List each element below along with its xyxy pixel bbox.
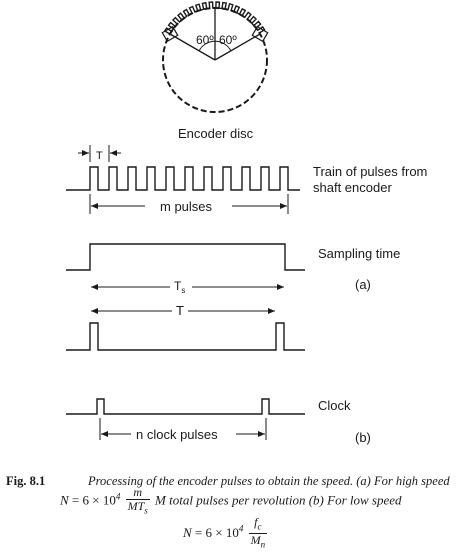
sensor-right xyxy=(251,25,269,43)
eq2-denominator: Mn xyxy=(250,533,266,550)
figure-number: Fig. 8.1 xyxy=(6,474,46,488)
eq1-denominator: MTs xyxy=(127,499,148,516)
angle-arc xyxy=(198,40,232,52)
pulse-train-label-line2: shaft encoder xyxy=(313,180,392,195)
eq2-fraction: fc Mn xyxy=(248,516,268,552)
eq1-numerator: m xyxy=(125,486,150,500)
equation-low-speed: N = 6 × 104 fc Mn xyxy=(183,516,269,552)
clock-label: Clock xyxy=(318,398,351,413)
period-label: T xyxy=(96,150,103,162)
radius-line-left xyxy=(169,33,216,61)
encoder-disc: 60º 60º Encoder disc xyxy=(161,1,269,141)
m-pulses-label: m pulses xyxy=(160,199,213,214)
eq1-tail: M total pulses per revolution (b) For lo… xyxy=(155,492,402,508)
n-clock-label: n clock pulses xyxy=(136,427,218,442)
eq2-numerator: fc xyxy=(248,516,268,535)
clock: Clock n clock pulses (b) xyxy=(66,398,371,445)
eq2-lhs: N xyxy=(183,524,192,540)
sensor-left xyxy=(161,25,179,43)
equation-high-speed: N = 6 × 104 m MTs M total pulses per rev… xyxy=(60,486,402,517)
period-interval: T xyxy=(66,303,305,351)
pulse-train: T Train of pulses from shaft encoder m p… xyxy=(66,145,427,214)
caption-text: Processing of the encoder pulses to obta… xyxy=(88,474,450,488)
t-label: T xyxy=(176,303,184,318)
encoder-disc-caption: Encoder disc xyxy=(178,126,254,141)
interval-waveform xyxy=(66,322,305,351)
eq2-coef: = 6 × 10 xyxy=(194,524,239,540)
part-a-label: (a) xyxy=(355,277,371,292)
angle-label-right: 60º xyxy=(219,33,237,47)
eq2-exponent: 4 xyxy=(238,523,244,534)
ts-label: Ts xyxy=(174,279,185,295)
sampling-label: Sampling time xyxy=(318,246,400,261)
pulse-train-label-line1: Train of pulses from xyxy=(313,164,427,179)
sampling-time: Sampling time Ts (a) xyxy=(66,243,400,295)
angle-label-left: 60º xyxy=(196,33,214,47)
eq1-fraction: m MTs xyxy=(125,486,150,517)
sampling-waveform xyxy=(66,243,305,271)
pulse-train-waveform xyxy=(66,166,300,191)
eq1-coef: = 6 × 10 xyxy=(71,492,116,508)
clock-waveform xyxy=(66,398,305,415)
eq1-exponent: 4 xyxy=(115,491,121,502)
encoder-teeth-arc xyxy=(163,1,266,36)
part-b-label: (b) xyxy=(355,430,371,445)
radius-line-right xyxy=(214,33,261,61)
eq1-lhs: N xyxy=(60,492,69,508)
